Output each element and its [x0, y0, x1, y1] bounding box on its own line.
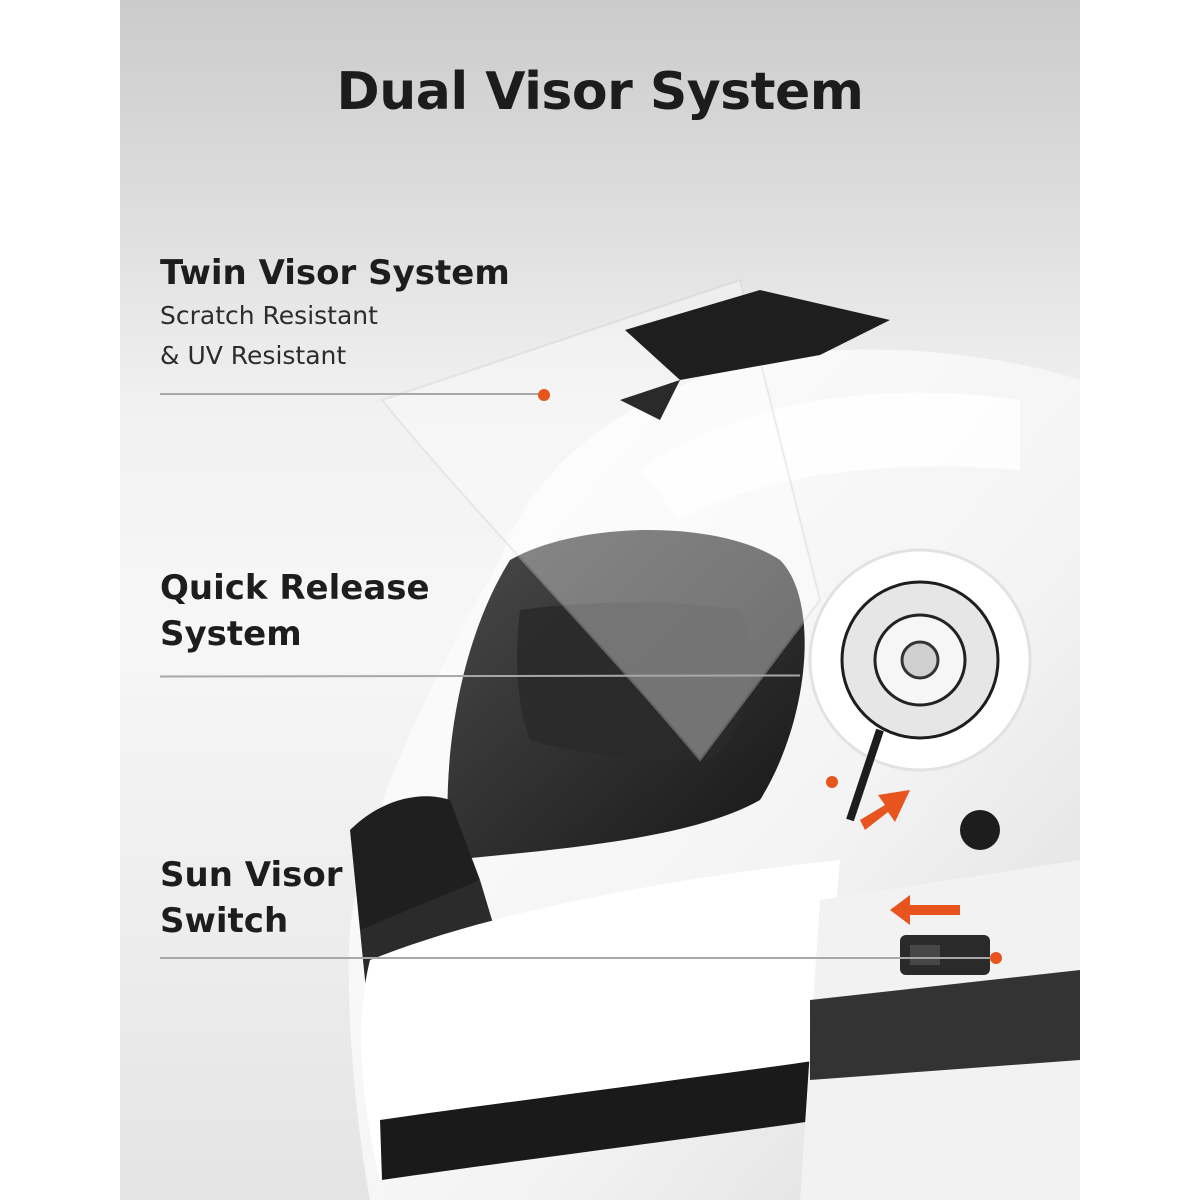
feature-title-line: Quick Release: [160, 568, 430, 608]
feature-title-line: System: [160, 614, 302, 654]
orange-dot-icon: [826, 776, 838, 788]
feature-subtitle-line: & UV Resistant: [160, 341, 347, 370]
orange-arrow-icon: [860, 790, 960, 925]
chin-vent: [350, 796, 480, 930]
helmet-illustration: [348, 278, 1080, 1200]
feature-title: Twin Visor System: [160, 253, 510, 293]
orange-dot-icon: [538, 389, 550, 401]
feature-sun-visor-switch: Sun Visor Switch: [160, 852, 342, 944]
side-button: [960, 810, 1000, 850]
callout-leader-line: [160, 393, 540, 395]
feature-twin-visor: Twin Visor System Scratch Resistant & UV…: [160, 250, 510, 376]
sun-visor: [517, 602, 750, 760]
visor-hinge: [808, 548, 1032, 822]
feature-title-line: Sun Visor: [160, 855, 343, 895]
feature-title-line: Switch: [160, 901, 289, 941]
feature-subtitle-line: Scratch Resistant: [160, 301, 378, 330]
clear-visor: [380, 278, 822, 762]
callout-leader-line: [160, 957, 990, 959]
feature-quick-release: Quick Release System: [160, 565, 430, 657]
top-vent: [625, 290, 890, 380]
page-title: Dual Visor System: [336, 62, 864, 122]
orange-dot-icon: [990, 952, 1002, 964]
product-panel: Dual Visor System Twin Visor System Scra…: [120, 0, 1080, 1200]
